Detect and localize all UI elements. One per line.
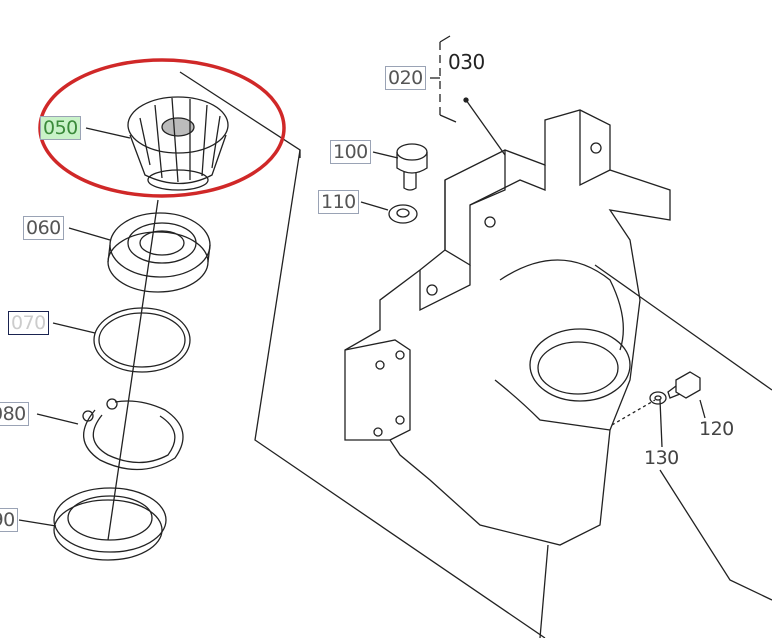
part-label-130[interactable]: 130 (644, 447, 679, 469)
part-label-070[interactable]: 070 (8, 311, 49, 335)
shaft-axis-line (107, 199, 159, 541)
part-label-060[interactable]: 060 (23, 216, 64, 240)
ball-bearing-part (107, 212, 211, 293)
part-label-030[interactable]: 030 (448, 50, 485, 74)
part-label-080[interactable]: 080 (0, 402, 29, 426)
bevel-gear-part (127, 96, 229, 191)
small-bolt-part (667, 371, 701, 399)
gear-case-housing (344, 109, 671, 546)
part-label-100[interactable]: 100 (330, 140, 371, 164)
o-ring-part (93, 307, 191, 373)
small-washer-part (649, 391, 667, 405)
part-label-090[interactable]: 090 (0, 508, 18, 532)
part-label-020[interactable]: 020 (385, 66, 426, 90)
assembly-boundary-line (179, 71, 546, 638)
snap-ring-part (82, 398, 184, 471)
oil-seal-part (53, 487, 167, 561)
part-label-110[interactable]: 110 (318, 190, 359, 214)
washer-part (388, 204, 418, 224)
plug-bolt-part (396, 143, 428, 191)
part-label-050-selected[interactable]: 050 (40, 116, 81, 140)
part-label-120[interactable]: 120 (699, 418, 734, 440)
